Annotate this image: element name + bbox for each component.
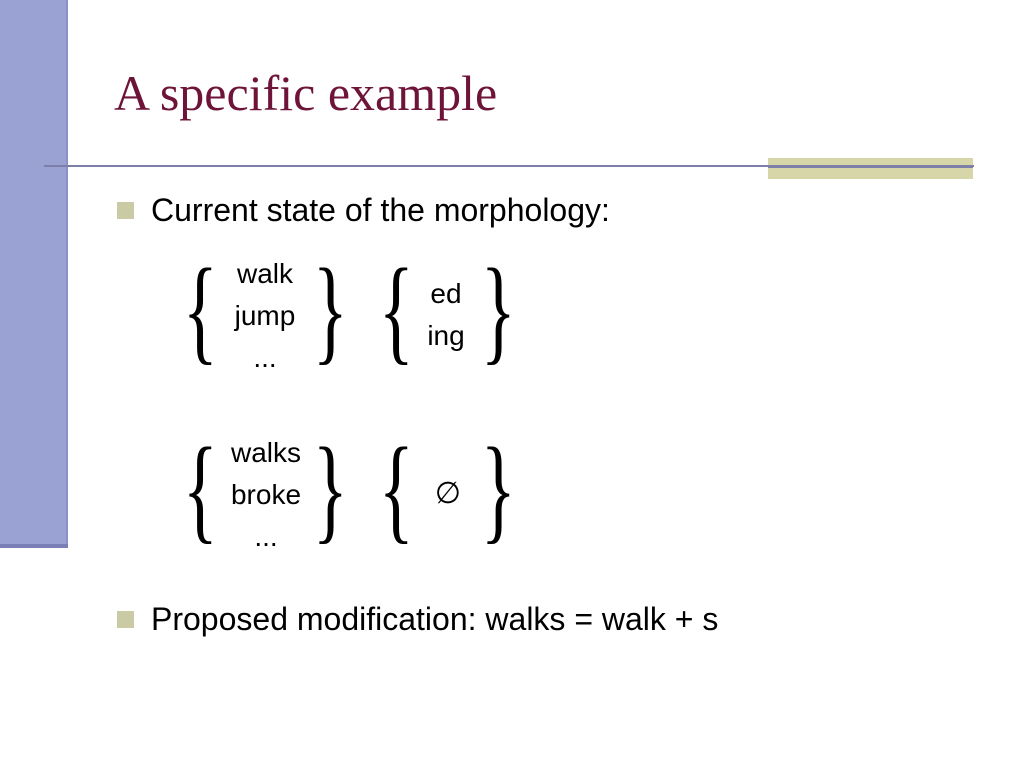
stem-item: jump <box>234 300 296 331</box>
close-brace: } <box>480 244 516 375</box>
signature-2: { walks broke ... } { ∅ } <box>170 423 550 558</box>
left-bar-edge <box>66 0 68 548</box>
stem-item: ... <box>254 521 278 552</box>
stem-item: ... <box>253 342 277 373</box>
close-brace: } <box>480 423 516 554</box>
slide-title: A specific example <box>114 65 498 121</box>
suffix-set: ∅ <box>420 473 476 515</box>
open-brace: { <box>182 244 218 375</box>
square-bullet-icon <box>117 201 134 219</box>
suffix-item: ed <box>430 278 462 309</box>
signature-1: { walk jump ... } { ed ing } <box>170 244 550 379</box>
open-brace: { <box>182 423 218 554</box>
bullet-text: Current state of the morphology: <box>151 192 610 228</box>
stem-item: walks <box>230 437 301 468</box>
bullet-proposed-modification: Proposed modification: walks = walk + s <box>117 603 718 635</box>
stem-set: walks broke ... <box>218 432 314 558</box>
stem-item: broke <box>230 479 302 510</box>
stem-item: walk <box>236 258 293 289</box>
accent-divider <box>768 165 973 168</box>
square-bullet-icon <box>117 610 134 628</box>
suffix-set: ed ing <box>416 273 476 357</box>
open-brace: { <box>378 423 414 554</box>
stem-set: walk jump ... <box>224 253 306 379</box>
bullet-current-state: Current state of the morphology: <box>117 194 610 226</box>
close-brace: } <box>312 423 348 554</box>
bullet-text: Proposed modification: walks = walk + s <box>151 601 719 637</box>
title-divider <box>44 165 974 167</box>
accent-bar <box>768 158 973 179</box>
left-bar-bottom-edge <box>0 544 68 548</box>
suffix-item: ing <box>427 320 465 351</box>
empty-set-symbol: ∅ <box>434 476 462 511</box>
close-brace: } <box>312 244 348 375</box>
left-decorative-bar <box>0 0 68 548</box>
open-brace: { <box>378 244 414 375</box>
